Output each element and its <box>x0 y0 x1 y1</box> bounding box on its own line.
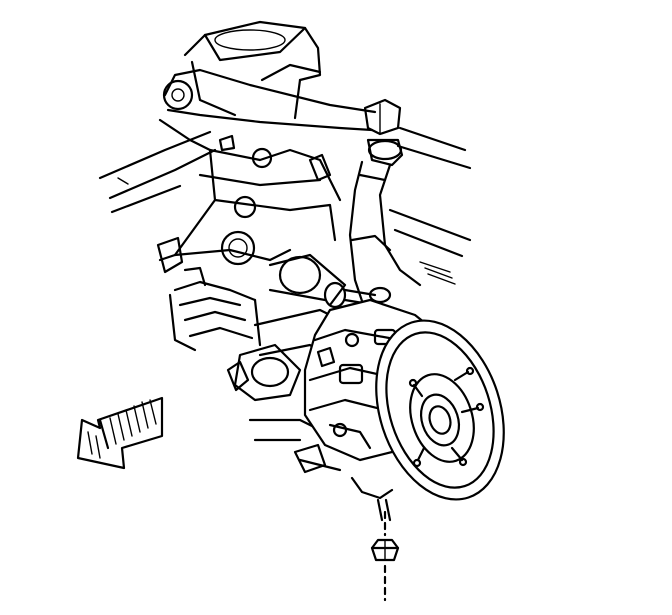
wheel-hub <box>408 366 485 468</box>
upper-control-arm <box>162 63 402 136</box>
wheel-stud <box>412 446 426 468</box>
nut-icon <box>370 538 400 562</box>
frame-rail <box>98 126 472 285</box>
wheel-stud <box>450 446 468 467</box>
crossmember <box>156 118 342 287</box>
upper-ball-joint <box>366 138 404 167</box>
lower-ball-joint <box>350 476 394 522</box>
cv-boot <box>168 280 262 352</box>
wheel-stud <box>453 366 475 382</box>
axle-shaft <box>268 253 377 309</box>
wheel-stud <box>460 402 485 414</box>
wheel-stud <box>408 378 424 398</box>
shock-tower <box>183 20 322 120</box>
front-direction-arrow-icon <box>76 396 164 470</box>
